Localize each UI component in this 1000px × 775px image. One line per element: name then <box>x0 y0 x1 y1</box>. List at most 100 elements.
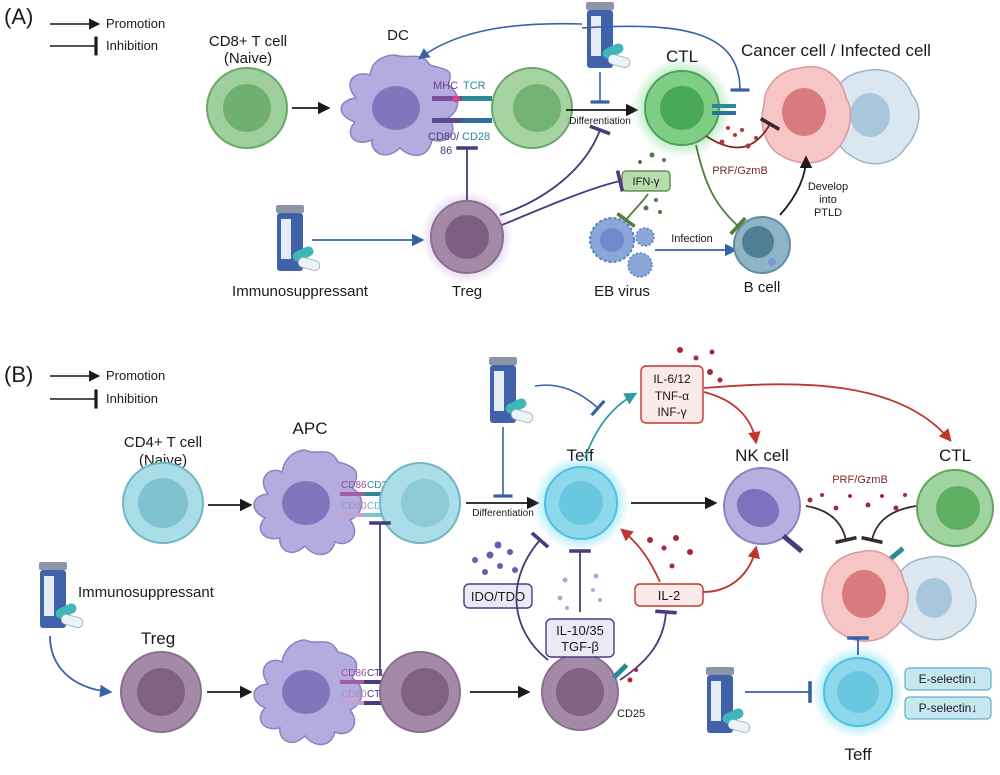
il2-label: IL-2 <box>658 588 680 603</box>
nk-label: NK cell <box>735 446 789 465</box>
cytokine-dots <box>677 347 723 383</box>
pselectin-label: P-selectin↓ <box>919 701 978 715</box>
ido-box <box>463 583 533 609</box>
dendritic-cell <box>340 54 459 156</box>
legend-inhibition-a: Inhibition <box>106 38 158 53</box>
cd4-label-line1: CD4+ T cell <box>124 434 202 451</box>
arrow-teff-to-cytokines <box>584 392 638 459</box>
cd86-label-b2: CD86 <box>341 668 367 679</box>
apc-cell <box>253 449 363 556</box>
cd86-label: 86 <box>440 145 452 157</box>
b-cell <box>733 216 791 274</box>
arrow-prf-a <box>705 117 781 149</box>
cd8-bound-cell <box>491 67 573 149</box>
il10-box <box>545 618 615 658</box>
treg-inhibit-ifn <box>501 170 625 226</box>
arrow-il2-to-nk <box>702 545 760 593</box>
cd86-label-b: CD86 <box>341 480 367 491</box>
bcell-label: B cell <box>744 279 781 296</box>
arrow-cytokine-to-ctl <box>703 383 952 442</box>
immunosuppressant-label-a: Immunosuppressant <box>232 283 369 300</box>
cd80-label: CD80/ <box>428 131 460 143</box>
immunosuppressant-label-b: Immunosuppressant <box>78 584 215 601</box>
eb-virus <box>589 217 655 278</box>
differentiation-label-a: Differentiation <box>569 116 631 127</box>
cd4-bound-cell <box>379 462 461 544</box>
cd8-naive-cell <box>206 67 288 149</box>
cd8-label-line2: (Naive) <box>224 50 272 67</box>
treg-label-b: Treg <box>141 629 175 648</box>
cd8-label-line1: CD8+ T cell <box>209 33 287 50</box>
treg-consume-il2 <box>619 609 677 681</box>
treg-label-a: Treg <box>452 283 482 300</box>
cd25-label: CD25 <box>617 708 645 720</box>
ctl-label-b: CTL <box>939 446 971 465</box>
cytokine-box <box>640 365 704 424</box>
ifn-to-ebv-inhibit <box>616 193 649 228</box>
treg-cell-b <box>120 651 202 733</box>
activated-treg-cell <box>541 653 629 731</box>
ctl-to-bcell-inhibit <box>695 144 747 236</box>
prf-label-b: PRF/GzmB <box>832 474 888 486</box>
mhc-label: MHC <box>433 80 458 92</box>
nk-cell <box>723 467 804 554</box>
eselectin-label: E-selectin↓ <box>919 672 978 686</box>
arrow-bcell-to-cancer <box>779 155 813 216</box>
ctla4-label-b1: CTLA4 <box>367 668 399 679</box>
ido-dots <box>472 541 518 575</box>
cancer-label-a: Cancer cell / Infected cell <box>741 41 931 60</box>
ctl-cell-a <box>632 58 736 158</box>
il2-box <box>634 583 704 607</box>
ctl-cell-b <box>879 469 994 569</box>
apc-cell-bottom <box>253 639 363 746</box>
prf-label-a: PRF/GzmB <box>712 165 768 177</box>
nk-kill-arrow <box>805 505 857 545</box>
cytokine-line2: TNF-α <box>655 389 689 403</box>
immunosuppressant-drug-b-bottom <box>705 666 752 735</box>
teff-cell <box>533 455 629 551</box>
differentiation-label-b: Differentiation <box>472 508 534 519</box>
immunosuppressant-drug-a-top <box>585 1 632 70</box>
develop-label-3: PTLD <box>814 207 842 219</box>
cytokine-line1: IL-6/12 <box>653 372 691 386</box>
cd80-label-b2: CD80 <box>341 689 367 700</box>
tcr-label: TCR <box>463 80 486 92</box>
cd28-label: CD28 <box>462 131 490 143</box>
inhibit-drug-to-dc-a <box>418 22 583 60</box>
il10-line2: TGF-β <box>561 639 599 654</box>
mhc-tcr-complex <box>432 95 492 123</box>
treg-cell-a <box>421 191 513 283</box>
il10-dots <box>557 573 602 610</box>
ido-inhibit-teff <box>515 531 550 661</box>
arrow-drug-to-treg-b <box>49 635 113 698</box>
arrow-il2-to-teff <box>620 528 661 583</box>
legend-promotion-b: Promotion <box>106 368 165 383</box>
eselectin-box <box>904 667 992 691</box>
panel-a-label: (A) <box>4 4 33 29</box>
immunosuppressant-drug-b-top <box>488 356 535 425</box>
immunosuppressant-drug-a <box>275 204 322 273</box>
cancer-cell-b <box>821 550 909 642</box>
cytokine-line3: INF-γ <box>657 405 686 419</box>
develop-label-2: into <box>819 194 837 206</box>
legend-inhibition-b: Inhibition <box>106 391 158 406</box>
treg-bound-cell <box>379 651 461 733</box>
infected-cell-b <box>891 555 977 641</box>
panel-b-label: (B) <box>4 362 33 387</box>
cd80-label-b: CD80 <box>341 501 367 512</box>
ido-label: IDO/TDO <box>471 589 525 604</box>
ebv-label: EB virus <box>594 283 650 300</box>
treg-inhibit-differentiation <box>499 124 611 216</box>
pselectin-box <box>904 696 992 720</box>
dc-label: DC <box>387 27 409 44</box>
inhibit-drug-cytokines <box>534 384 606 417</box>
ctl-kill-arrow <box>861 505 917 545</box>
prf-granules-b <box>807 493 907 511</box>
cd4-naive-cell <box>122 462 204 544</box>
prf-granules-a <box>719 126 758 149</box>
cancer-cell-a <box>761 66 852 164</box>
arrow-cytokine-to-nk <box>703 391 761 445</box>
il10-line1: IL-10/35 <box>556 623 604 638</box>
teff2-label: Teff <box>844 745 871 764</box>
